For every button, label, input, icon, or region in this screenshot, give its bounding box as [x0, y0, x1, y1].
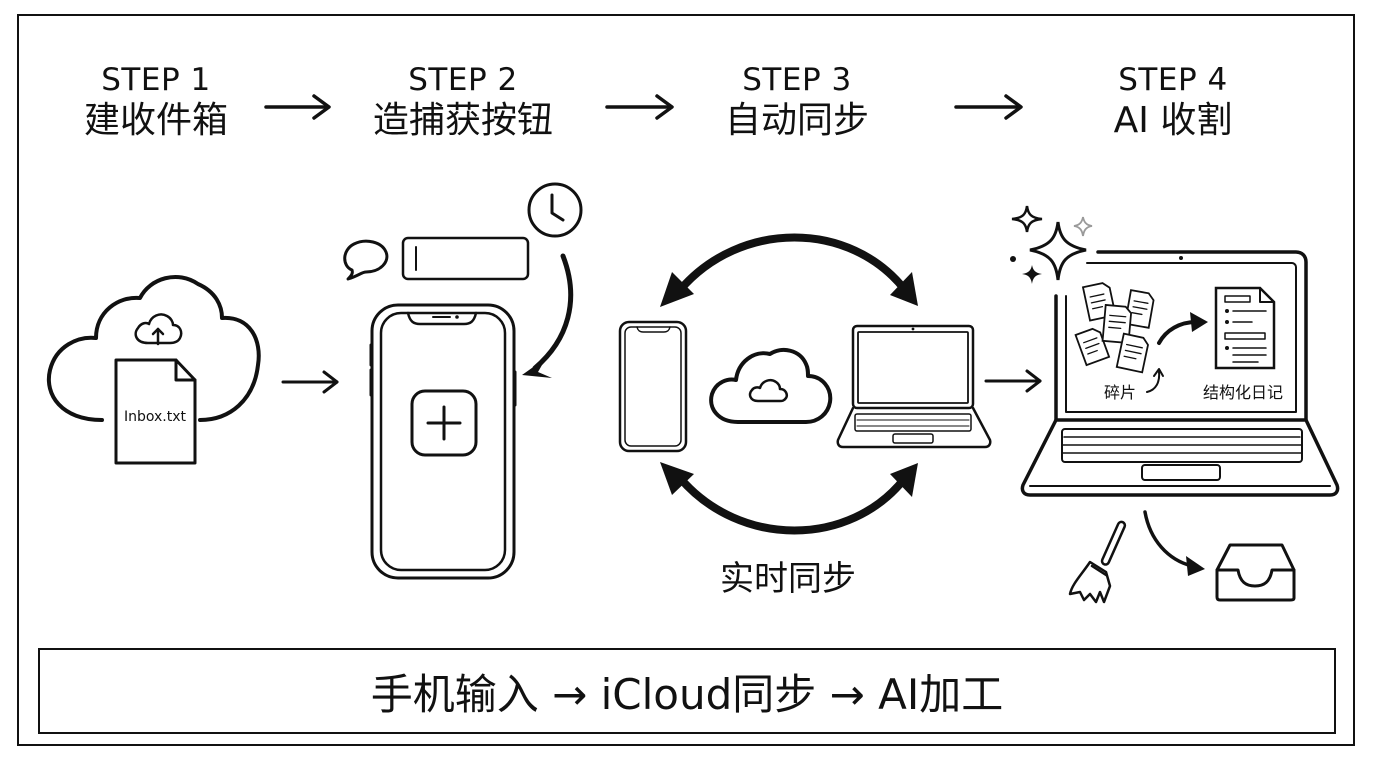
phone-icon [369, 303, 517, 580]
fragments-label: 碎片 [1104, 383, 1136, 402]
file-icon [114, 358, 197, 465]
step-4-title: AI 收割 [1113, 100, 1233, 141]
header-arrow-3-icon [954, 94, 1023, 120]
step-3-number: STEP 3 [742, 62, 852, 98]
cloud-upload-icon [134, 313, 183, 346]
diagram-frame [17, 14, 1355, 746]
summary-text: 手机输入 → iCloud同步 → AI加工 [370, 669, 1004, 719]
inbox-file-label: Inbox.txt [124, 409, 187, 425]
transform-arrow-icon [1157, 312, 1208, 345]
step-4-number: STEP 4 [1118, 62, 1228, 98]
step-2-heading: STEP 2 造捕获按钮 [333, 62, 593, 144]
cleanup-arrow-icon [1143, 510, 1205, 576]
step-2-number: STEP 2 [408, 62, 518, 98]
flow-arrow-2-icon [984, 369, 1042, 393]
flow-arrow-1-icon [281, 370, 339, 394]
laptop-icon [836, 324, 992, 449]
inbox-tray-icon [1215, 543, 1296, 602]
small-curved-arrow-icon [1146, 368, 1164, 393]
step-1-heading: STEP 1 建收件箱 [26, 62, 286, 144]
structured-diary-label: 结构化日记 [1203, 383, 1283, 402]
header-arrow-2-icon [605, 94, 674, 120]
sync-arrow-top-icon [660, 233, 918, 307]
sparkle-icon [1010, 205, 1093, 284]
sync-caption: 实时同步 [720, 559, 856, 599]
plus-button-icon[interactable] [410, 389, 478, 457]
step-1-title: 建收件箱 [83, 100, 228, 141]
text-input-icon [401, 236, 530, 281]
cloud-icon [46, 274, 261, 422]
curved-arrow-icon [522, 253, 574, 378]
step-3-title: 自动同步 [724, 100, 869, 141]
clock-icon [527, 182, 583, 238]
step-1-number: STEP 1 [101, 62, 211, 98]
step-4-heading: STEP 4 AI 收割 [1043, 62, 1303, 144]
large-laptop-icon [1020, 250, 1340, 497]
document-icon [1214, 286, 1276, 370]
phone-small-icon [618, 320, 688, 453]
sync-arrow-bottom-icon [660, 462, 918, 535]
step-2-title: 造捕获按钮 [372, 100, 553, 141]
icloud-icon [709, 347, 833, 424]
summary-banner: 手机输入 → iCloud同步 → AI加工 [38, 648, 1336, 734]
header-arrow-1-icon [264, 94, 331, 120]
step-3-heading: STEP 3 自动同步 [667, 62, 927, 144]
broom-icon [1068, 520, 1127, 604]
notes-icon [1074, 282, 1155, 374]
speech-bubble-icon [343, 239, 389, 281]
